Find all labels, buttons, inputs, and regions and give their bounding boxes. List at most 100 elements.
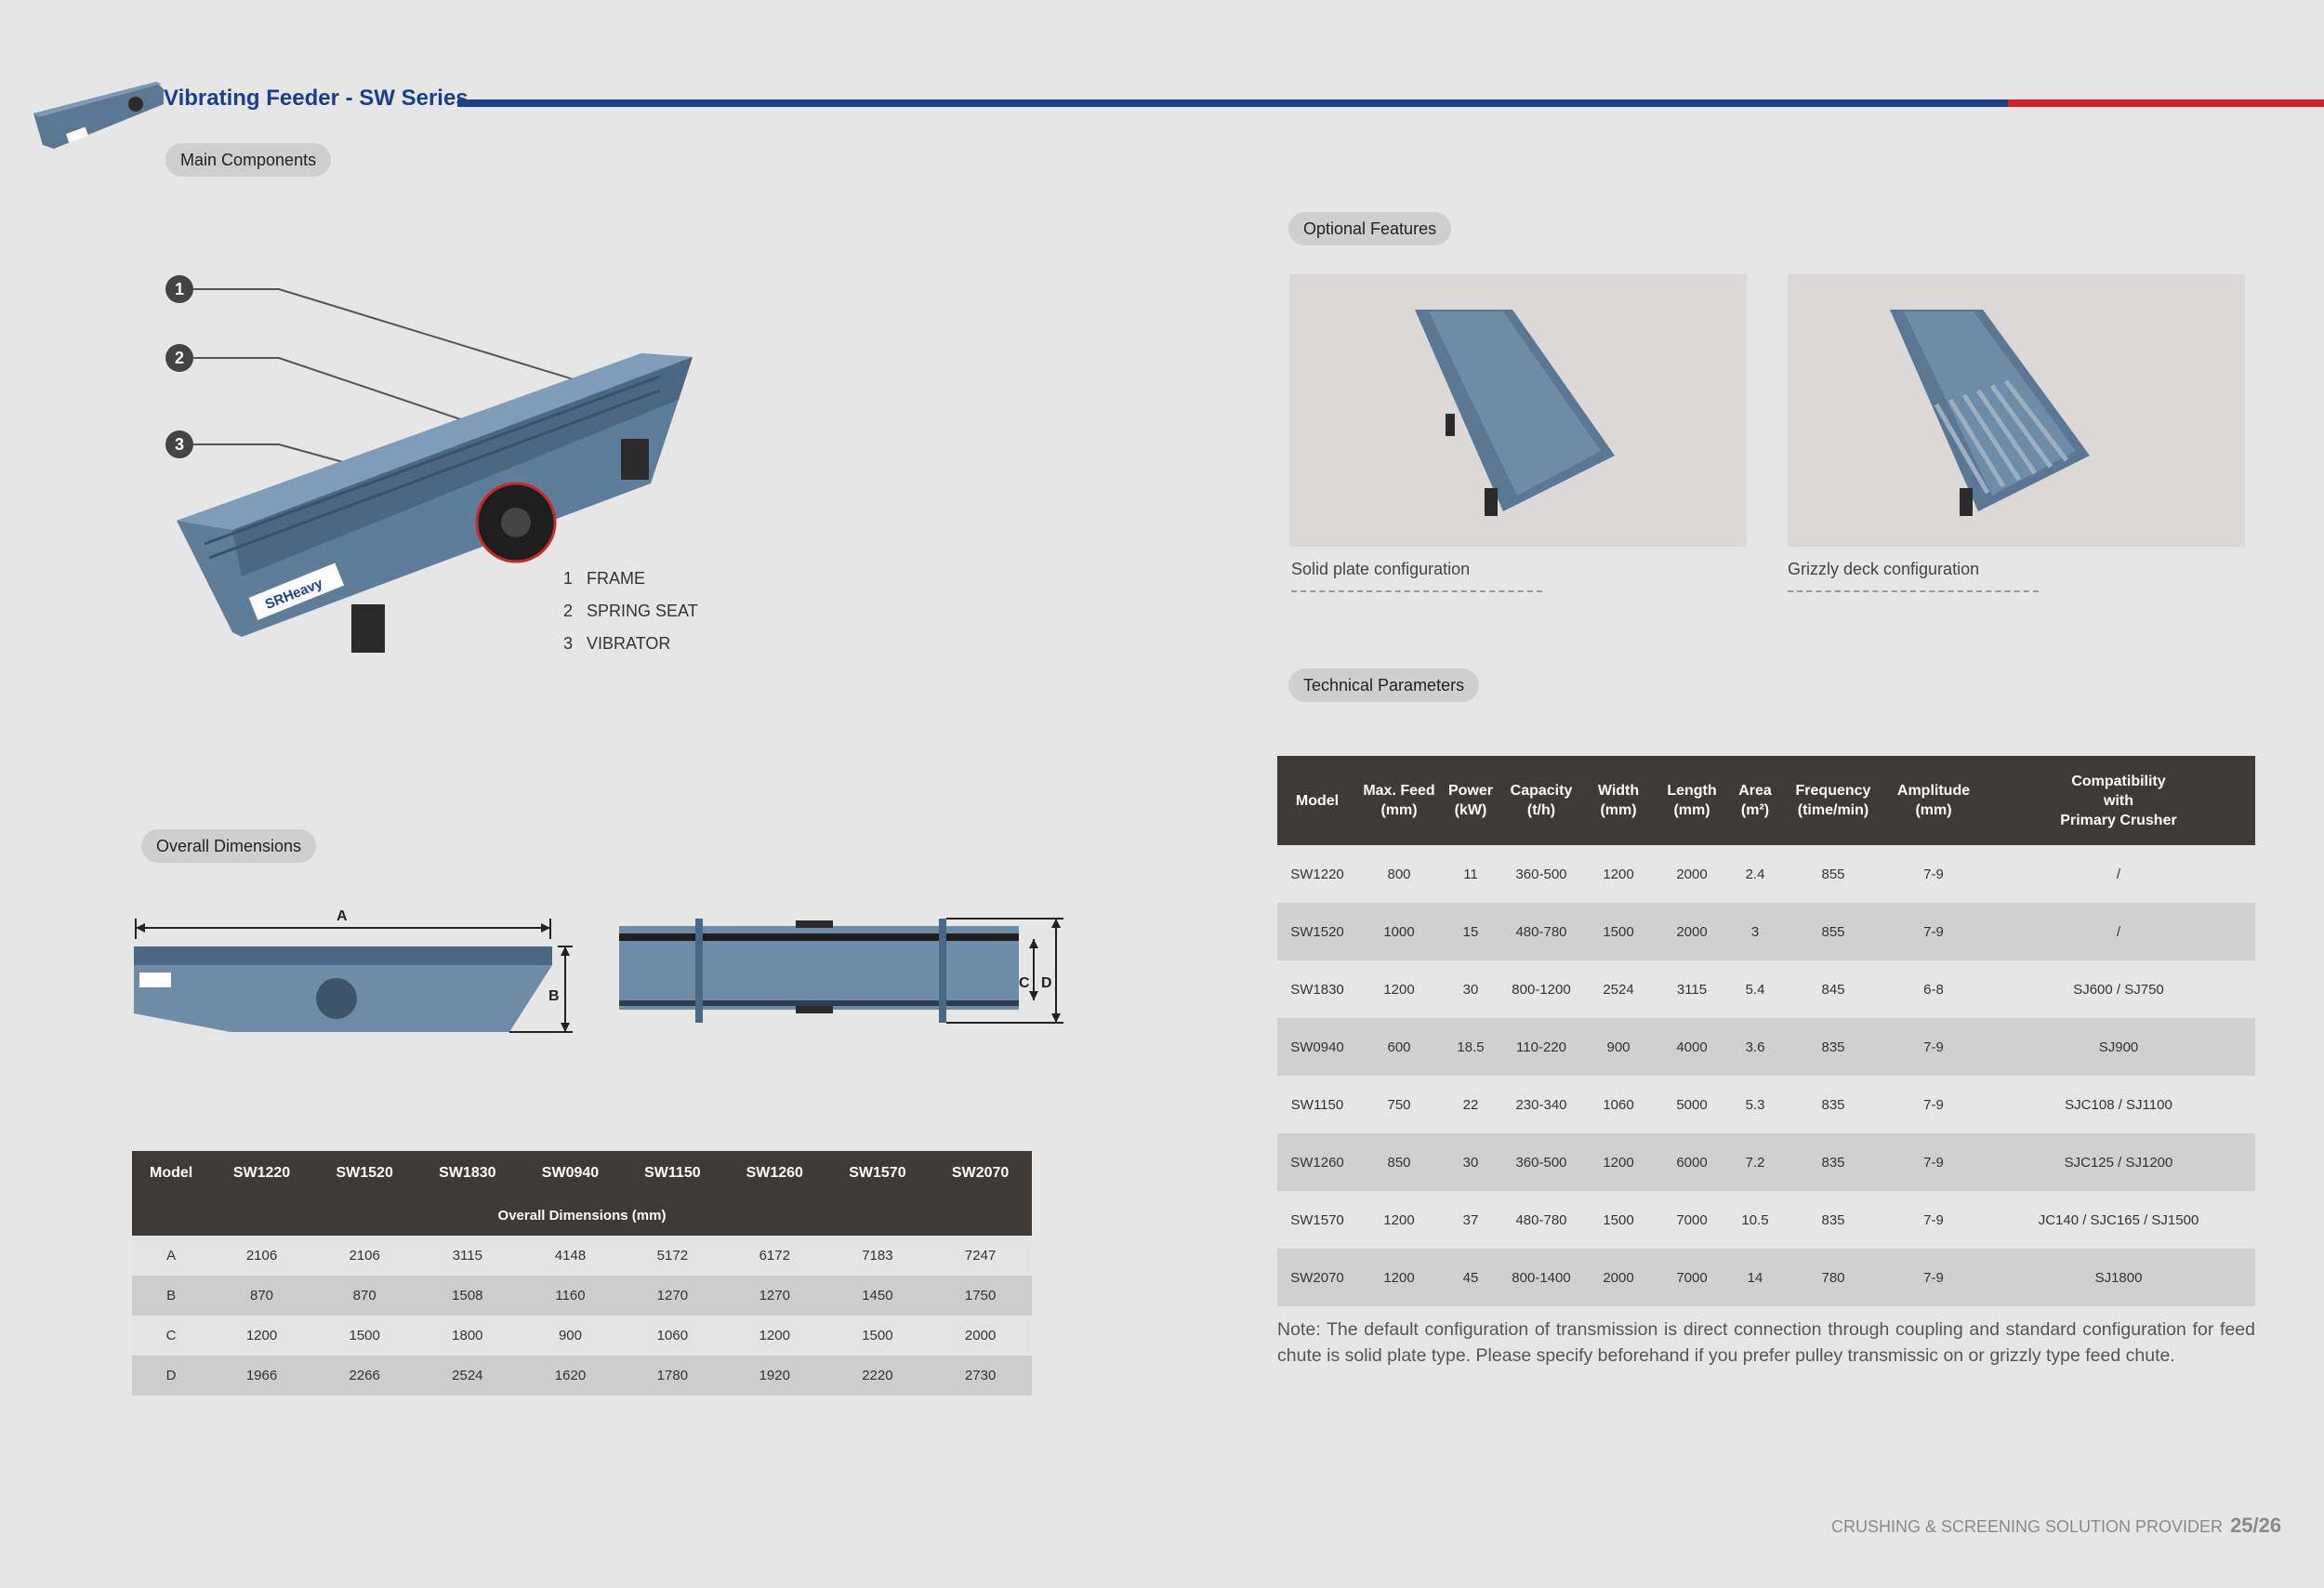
table-cell: 37 xyxy=(1441,1191,1500,1249)
title-rule-blue xyxy=(457,99,2008,107)
table-cell: 870 xyxy=(210,1276,313,1316)
table-cell: 7.2 xyxy=(1729,1133,1781,1191)
col-header: SW1260 xyxy=(722,1151,826,1195)
component-item: 2 SPRING SEAT xyxy=(563,602,698,620)
table-cell: 480-780 xyxy=(1500,1191,1582,1249)
table-cell: 2524 xyxy=(416,1356,520,1396)
table-cell: D xyxy=(132,1356,211,1396)
table-cell: 1780 xyxy=(621,1356,723,1396)
table-cell: SJC125 / SJ1200 xyxy=(1982,1133,2255,1191)
col-header: Length(mm) xyxy=(1655,756,1729,845)
table-cell: 7-9 xyxy=(1885,1018,1982,1076)
table-cell: 1160 xyxy=(519,1276,622,1316)
table-cell: 18.5 xyxy=(1441,1018,1500,1076)
dimension-drawing-side: A B xyxy=(134,908,573,1033)
table-cell: 1800 xyxy=(416,1316,520,1356)
table-cell: 11 xyxy=(1441,845,1500,903)
table-cell: 6-8 xyxy=(1885,960,1982,1018)
table-cell: 835 xyxy=(1781,1191,1885,1249)
table-cell: 835 xyxy=(1781,1076,1885,1133)
table-cell: 14 xyxy=(1729,1249,1781,1306)
overall-dimensions-label: Overall Dimensions xyxy=(141,829,317,863)
footer-tagline: CRUSHING & SCREENING SOLUTION PROVIDER xyxy=(1831,1517,2224,1536)
configuration-note: Note: The default configuration of trans… xyxy=(1277,1319,2255,1366)
table-cell: 480-780 xyxy=(1500,903,1582,960)
callout-2: 2 xyxy=(165,344,193,372)
table-cell: 22 xyxy=(1441,1076,1500,1133)
table-cell: 360-500 xyxy=(1500,845,1582,903)
table-cell: 870 xyxy=(312,1276,416,1316)
table-cell: 1500 xyxy=(312,1316,416,1356)
col-header: Area(m²) xyxy=(1729,756,1781,845)
table-cell: B xyxy=(132,1276,211,1316)
table-cell: 7-9 xyxy=(1885,845,1982,903)
table-cell: 1966 xyxy=(210,1356,313,1396)
table-cell: 750 xyxy=(1357,1076,1441,1133)
table-cell: 5172 xyxy=(621,1236,723,1276)
table-cell: 2000 xyxy=(1655,903,1729,960)
callout-3: 3 xyxy=(165,430,193,458)
table-cell: 6000 xyxy=(1655,1133,1729,1191)
optional-features-label: Optional Features xyxy=(1288,212,1452,245)
col-header: SW1220 xyxy=(210,1151,313,1195)
table-cell: 7183 xyxy=(825,1236,930,1276)
table-cell: 3115 xyxy=(1655,960,1729,1018)
table-cell: 800-1400 xyxy=(1500,1249,1582,1306)
table-header-row: Model Max. Feed(mm) Power(kW) Capacity(t… xyxy=(1277,756,2255,845)
table-cell: 855 xyxy=(1781,845,1885,903)
table-cell: 15 xyxy=(1441,903,1500,960)
table-cell: 2.4 xyxy=(1729,845,1781,903)
table-cell: SJ900 xyxy=(1982,1018,2255,1076)
table-cell: 360-500 xyxy=(1500,1133,1582,1191)
table-cell: 1508 xyxy=(416,1276,520,1316)
table-cell: 1620 xyxy=(519,1356,622,1396)
table-cell: 110-220 xyxy=(1500,1018,1582,1076)
table-cell: 230-340 xyxy=(1500,1076,1582,1133)
table-cell: 5000 xyxy=(1655,1076,1729,1133)
feeder-thumbnail-icon xyxy=(33,82,164,149)
table-cell: 1500 xyxy=(1582,1191,1655,1249)
table-cell: 3 xyxy=(1729,903,1781,960)
dim-label-a: A xyxy=(337,908,348,924)
table-cell: SJC108 / SJ1100 xyxy=(1982,1076,2255,1133)
table-cell: 45 xyxy=(1441,1249,1500,1306)
col-header: Power(kW) xyxy=(1441,756,1500,845)
table-cell: 7247 xyxy=(929,1236,1032,1276)
table-cell: 1200 xyxy=(1357,960,1441,1018)
table-cell: 2220 xyxy=(825,1356,930,1396)
feeder-main-illustration: SRHeavy xyxy=(177,288,693,653)
dim-label-b: B xyxy=(548,988,560,1004)
col-header: Width(mm) xyxy=(1582,756,1655,845)
table-cell: 30 xyxy=(1441,1133,1500,1191)
col-header: SW1150 xyxy=(621,1151,723,1195)
table-cell: 1200 xyxy=(210,1316,313,1356)
col-header: Model xyxy=(132,1151,211,1195)
table-cell: 2106 xyxy=(312,1236,416,1276)
table-cell: SW1260 xyxy=(1277,1133,1357,1191)
table-cell: SW1150 xyxy=(1277,1076,1357,1133)
table-cell: 835 xyxy=(1781,1133,1885,1191)
component-item: 3 VIBRATOR xyxy=(563,634,671,653)
table-cell: 1500 xyxy=(1582,903,1655,960)
table-cell: 1750 xyxy=(929,1276,1032,1316)
table-cell: 800-1200 xyxy=(1500,960,1582,1018)
table-cell: 800 xyxy=(1357,845,1441,903)
page-number: 25/26 xyxy=(2230,1514,2282,1537)
table-cell: SW2070 xyxy=(1277,1249,1357,1306)
table-cell: 7-9 xyxy=(1885,1191,1982,1249)
table-cell: 7-9 xyxy=(1885,1076,1982,1133)
table-cell: A xyxy=(132,1236,211,1276)
table-cell: 2000 xyxy=(1582,1249,1655,1306)
table-cell: 1200 xyxy=(1357,1191,1441,1249)
component-item: 1 FRAME xyxy=(563,569,646,588)
table-cell: 3115 xyxy=(416,1236,520,1276)
table-cell: 6172 xyxy=(722,1236,826,1276)
